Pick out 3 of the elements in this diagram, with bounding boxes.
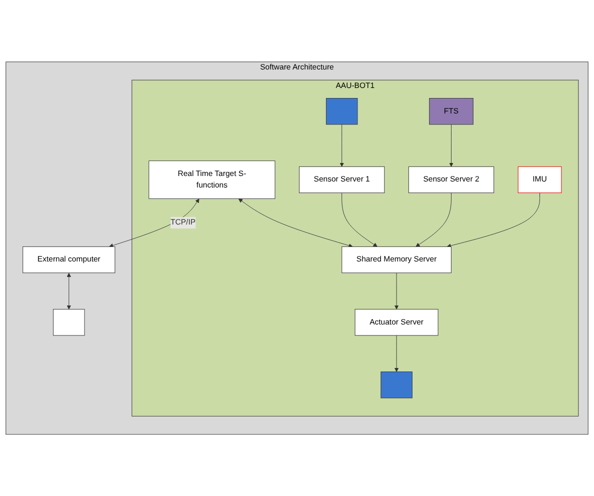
node-box (326, 98, 358, 125)
node-box (53, 308, 85, 336)
node-box (380, 371, 412, 398)
